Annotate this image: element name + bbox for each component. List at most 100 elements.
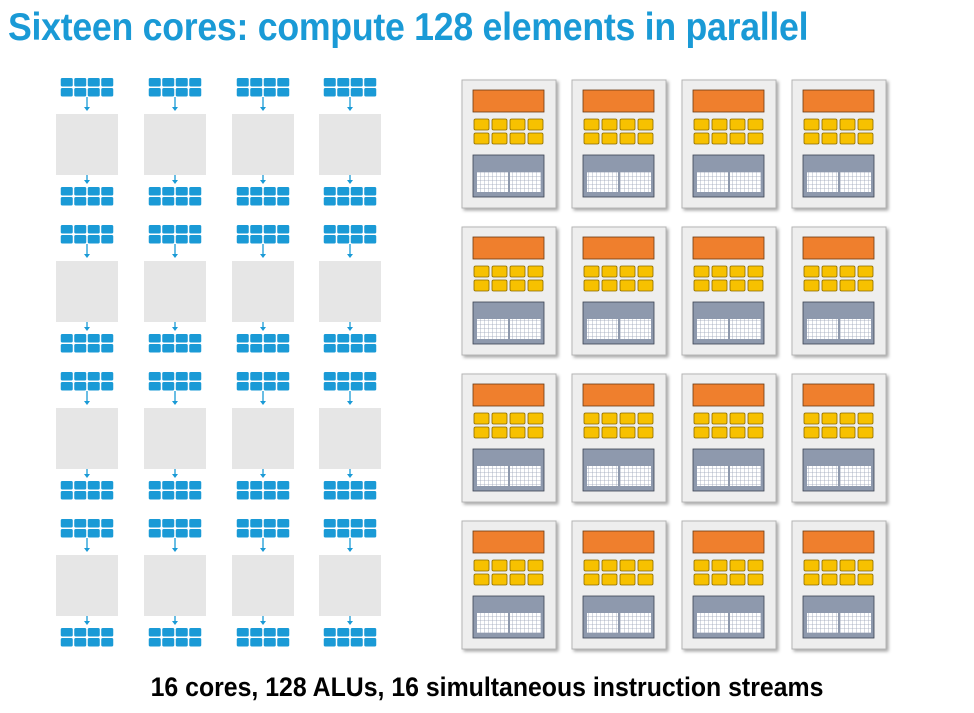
data-element (175, 481, 188, 490)
data-element (263, 187, 276, 196)
data-element (364, 491, 377, 500)
data-element (162, 382, 175, 391)
context-storage (807, 613, 838, 633)
alu (821, 559, 838, 572)
core (461, 79, 557, 209)
context-storage (620, 613, 651, 633)
data-element (364, 88, 377, 97)
data-elements (236, 225, 290, 244)
shader-program-box (232, 408, 294, 469)
data-element (74, 529, 87, 538)
shader-program-box (144, 114, 206, 175)
data-element (364, 197, 377, 206)
core (791, 226, 887, 356)
data-element (148, 529, 161, 538)
alu (491, 265, 508, 278)
alu (803, 118, 820, 131)
data-element (60, 78, 73, 87)
data-element (189, 372, 202, 381)
alu (729, 426, 746, 439)
data-element (175, 187, 188, 196)
alu (711, 132, 728, 145)
fetch-decode-unit (472, 236, 545, 260)
alu (473, 559, 490, 572)
data-element (277, 187, 290, 196)
data-element (236, 372, 249, 381)
data-element (87, 491, 100, 500)
data-element (175, 344, 188, 353)
alu (711, 279, 728, 292)
context-storage (697, 172, 728, 192)
context-storage (807, 319, 838, 339)
alu (601, 573, 618, 586)
data-element (175, 197, 188, 206)
data-element (277, 235, 290, 244)
context-storage (620, 319, 651, 339)
core (681, 373, 777, 503)
flow-arrow (260, 175, 266, 184)
alu (857, 412, 874, 425)
data-element (175, 628, 188, 637)
alu (491, 279, 508, 292)
data-elements (60, 187, 114, 206)
data-element (236, 628, 249, 637)
alu (509, 118, 526, 131)
data-element (263, 491, 276, 500)
core (571, 520, 667, 650)
data-element (189, 344, 202, 353)
data-element (250, 519, 263, 528)
data-element (87, 628, 100, 637)
data-element (101, 481, 114, 490)
data-elements (323, 519, 377, 538)
data-element (350, 638, 363, 647)
core (461, 226, 557, 356)
data-element (60, 344, 73, 353)
alu (747, 118, 764, 131)
fetch-decode-unit (582, 236, 655, 260)
alu (527, 573, 544, 586)
data-element (350, 372, 363, 381)
data-element (101, 638, 114, 647)
alu (583, 426, 600, 439)
data-element (74, 334, 87, 343)
data-elements (148, 481, 202, 500)
alu (491, 118, 508, 131)
data-element (101, 529, 114, 538)
data-element (87, 519, 100, 528)
alu (729, 118, 746, 131)
data-element (101, 88, 114, 97)
shader-program-box (144, 408, 206, 469)
data-element (323, 638, 336, 647)
alu (729, 132, 746, 145)
data-element (364, 481, 377, 490)
data-element (364, 529, 377, 538)
workload (144, 372, 206, 500)
alu (619, 426, 636, 439)
core (571, 226, 667, 356)
flow-arrow (172, 175, 178, 184)
data-element (175, 334, 188, 343)
data-element (323, 382, 336, 391)
data-elements (323, 334, 377, 353)
alu (491, 573, 508, 586)
alu (637, 559, 654, 572)
data-element (60, 628, 73, 637)
alu (601, 412, 618, 425)
data-element (236, 481, 249, 490)
alu (637, 412, 654, 425)
context-storage (807, 172, 838, 192)
shader-program-box (232, 261, 294, 322)
data-element (337, 334, 350, 343)
alu (637, 426, 654, 439)
data-element (74, 519, 87, 528)
shader-program-box (232, 555, 294, 616)
data-element (337, 481, 350, 490)
flow-arrow (260, 391, 266, 405)
data-element (337, 344, 350, 353)
data-element (263, 638, 276, 647)
data-element (277, 197, 290, 206)
data-element (350, 382, 363, 391)
data-element (87, 372, 100, 381)
data-element (236, 197, 249, 206)
data-element (162, 519, 175, 528)
